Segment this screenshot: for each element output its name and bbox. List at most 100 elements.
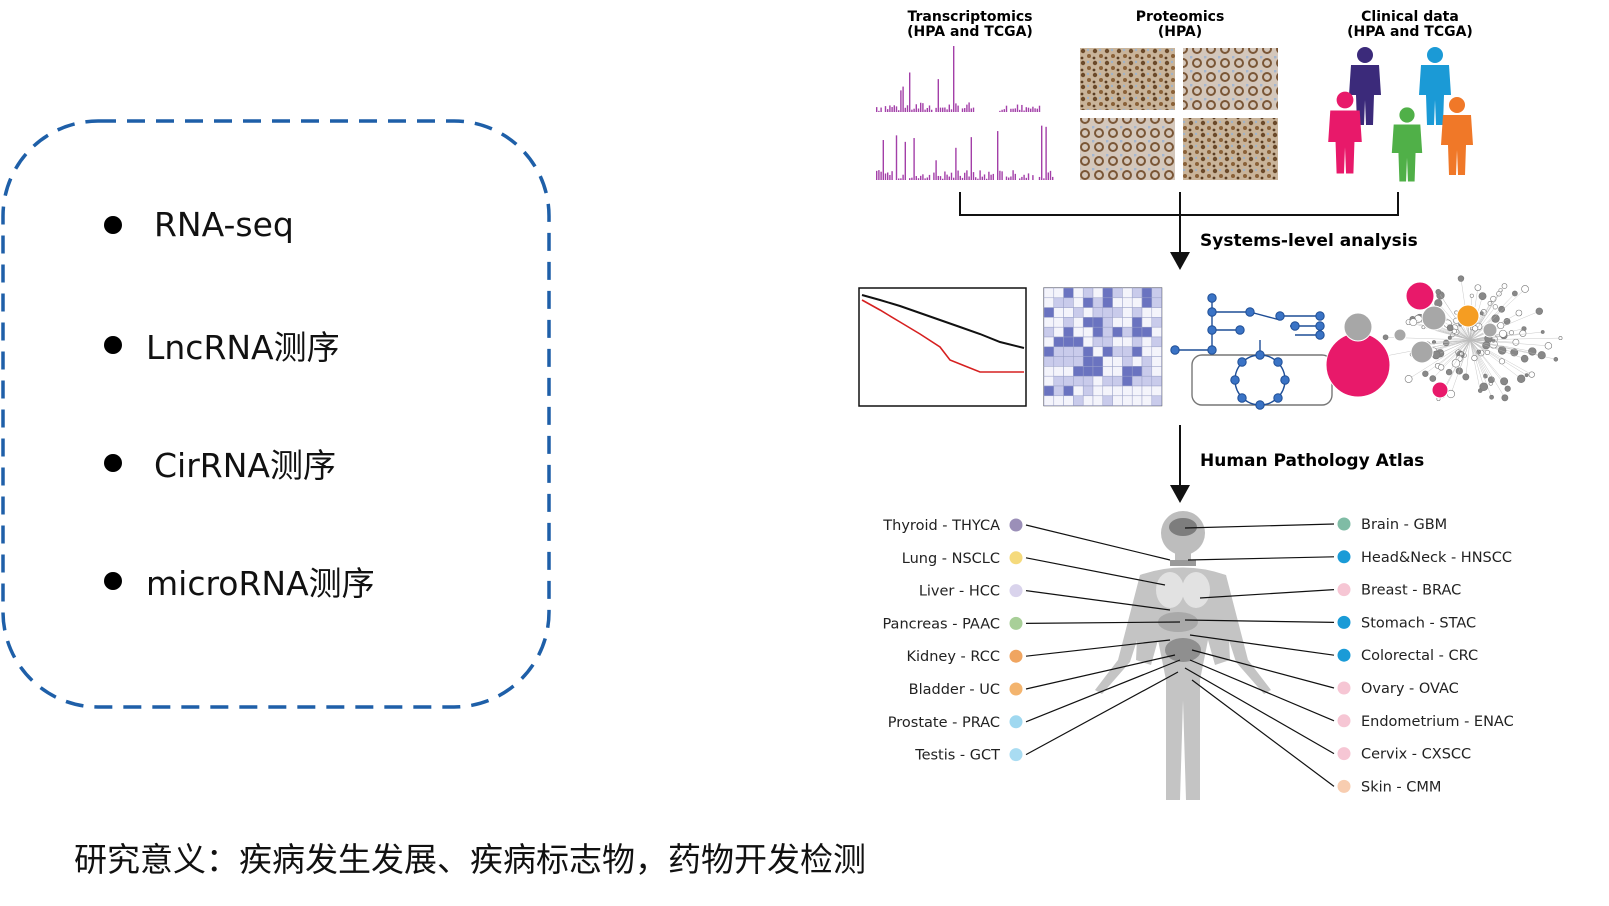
network-node bbox=[1273, 393, 1283, 403]
cancer-dot bbox=[1337, 583, 1351, 597]
spectrum-bar bbox=[964, 108, 966, 112]
cancer-dot bbox=[1337, 714, 1351, 728]
bubble-node bbox=[1524, 373, 1529, 378]
spectrum-bar bbox=[1005, 176, 1008, 180]
heatmap-cell bbox=[1112, 395, 1123, 406]
bubble-node bbox=[1528, 371, 1535, 378]
spectrum-bar bbox=[909, 178, 911, 180]
network-node bbox=[1230, 375, 1240, 385]
spectrum-bar bbox=[904, 141, 906, 180]
spectrum-bar bbox=[981, 176, 983, 180]
heatmap-cell bbox=[1053, 297, 1064, 308]
method-item-label: CirRNA测序 bbox=[154, 446, 336, 485]
heatmap-cell bbox=[1073, 356, 1084, 367]
heatmap-panel bbox=[1043, 287, 1163, 407]
bubble-network-panel bbox=[1325, 275, 1563, 402]
heatmap-cell bbox=[1141, 385, 1153, 397]
research-significance-caption: 研究意义：疾病发生发展、疾病标志物，药物开发检测 bbox=[74, 840, 866, 879]
bubble-node bbox=[1343, 312, 1373, 342]
heatmap-cell bbox=[1043, 375, 1055, 387]
cancer-label: Cervix - CXSCC bbox=[1361, 747, 1471, 763]
spectrum-bar bbox=[959, 175, 961, 180]
cancer-dot bbox=[1337, 779, 1351, 793]
spectrum-bar bbox=[917, 108, 920, 112]
spectrum-bar bbox=[935, 160, 937, 180]
heatmap-cell bbox=[1043, 356, 1055, 367]
heatmap-cell bbox=[1151, 297, 1162, 308]
heatmap-cell bbox=[1131, 375, 1143, 387]
spectrum-bar bbox=[957, 170, 959, 180]
spectrum-bar bbox=[979, 170, 981, 180]
spectrum-bar bbox=[983, 174, 986, 180]
spectrum-bar bbox=[891, 107, 893, 112]
network-node bbox=[1170, 345, 1180, 355]
leader-line bbox=[1025, 639, 1171, 657]
heatmap-cell bbox=[1112, 366, 1123, 377]
heatmap-cell bbox=[1151, 287, 1162, 299]
heatmap-cell bbox=[1092, 366, 1104, 377]
clinical-patients-icons bbox=[1328, 47, 1473, 182]
heatmap-cell bbox=[1092, 385, 1104, 397]
spectrum-bar bbox=[972, 107, 975, 112]
heatmap-cell bbox=[1043, 326, 1055, 338]
spectrum-bar bbox=[1012, 170, 1014, 180]
heatmap-cell bbox=[1122, 395, 1133, 406]
network-node bbox=[1315, 330, 1325, 340]
heatmap-cell bbox=[1151, 326, 1162, 338]
heatmap-cell bbox=[1082, 346, 1094, 357]
spectrum-bar bbox=[878, 110, 880, 112]
spectrum-bar bbox=[1003, 109, 1005, 112]
spectrum-bar bbox=[913, 108, 915, 112]
bubble-node bbox=[1520, 354, 1529, 363]
spectrum-bar bbox=[1010, 176, 1012, 180]
bubble-node bbox=[1447, 335, 1452, 340]
bubble-node bbox=[1393, 328, 1407, 342]
spectrum-bar bbox=[922, 103, 924, 112]
heatmap-cell bbox=[1063, 336, 1074, 348]
heatmap-cell bbox=[1063, 317, 1074, 328]
heatmap-cell bbox=[1043, 395, 1055, 406]
bubble-node bbox=[1544, 342, 1553, 350]
spectrum-bar bbox=[884, 173, 887, 180]
heatmap-cell bbox=[1112, 317, 1123, 328]
person-icon bbox=[1419, 47, 1451, 125]
heatmap-cell bbox=[1063, 326, 1074, 338]
bubble-node bbox=[1504, 385, 1511, 392]
bubble-node bbox=[1451, 328, 1457, 334]
heatmap-cell bbox=[1053, 307, 1064, 318]
bubble-node bbox=[1479, 382, 1489, 392]
heatmap-cell bbox=[1082, 356, 1094, 367]
spectrum-bar bbox=[1049, 170, 1052, 180]
source-subtitle: (HPA and TCGA) bbox=[1347, 24, 1473, 40]
heatmap-cell bbox=[1063, 356, 1074, 367]
spectrum-bar bbox=[891, 171, 893, 180]
heatmap-cell bbox=[1102, 307, 1113, 318]
heatmap-cell bbox=[1092, 395, 1104, 406]
bubble-node bbox=[1497, 346, 1507, 355]
person-icon bbox=[1328, 91, 1362, 174]
heatmap-cell bbox=[1053, 366, 1064, 377]
heatmap-cell bbox=[1043, 317, 1055, 328]
heatmap-cell bbox=[1131, 356, 1143, 367]
heatmap-cell bbox=[1053, 287, 1064, 299]
step-label: Human Pathology Atlas bbox=[1200, 451, 1424, 471]
spectrum-bar bbox=[948, 176, 950, 180]
spectrum-bar bbox=[878, 170, 880, 180]
network-node bbox=[1207, 307, 1217, 317]
cancer-label: Brain - GBM bbox=[1361, 517, 1447, 533]
heatmap-cell bbox=[1102, 395, 1113, 406]
cancer-dot bbox=[1009, 616, 1023, 630]
heatmap-cell bbox=[1122, 366, 1133, 377]
spectrum-bar bbox=[911, 109, 913, 112]
heatmap-cell bbox=[1131, 385, 1143, 397]
bubble-node bbox=[1471, 355, 1478, 362]
heatmap-cell bbox=[1073, 297, 1084, 308]
heatmap-cell bbox=[1141, 317, 1153, 328]
heatmap-cell bbox=[1122, 307, 1133, 318]
spectrum-bar bbox=[1025, 177, 1027, 180]
spectrum-bar bbox=[1032, 175, 1034, 180]
spectrum-bar bbox=[880, 107, 882, 112]
bubble-node bbox=[1482, 322, 1498, 338]
bubble-node bbox=[1508, 330, 1514, 336]
spectrum-bar bbox=[1001, 171, 1003, 180]
